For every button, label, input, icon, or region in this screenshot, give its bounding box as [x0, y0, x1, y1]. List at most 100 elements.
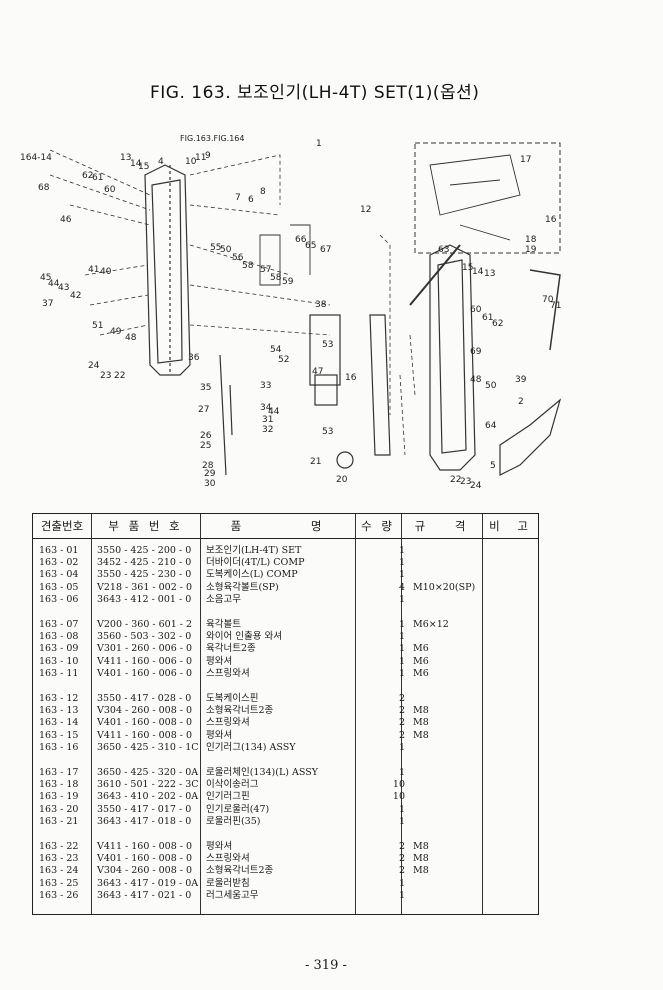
part-number-cell: 3560 - 503 - 302 - 0 — [97, 631, 192, 643]
callout-number: 13 — [120, 153, 132, 163]
callout-number: 44 — [48, 279, 60, 289]
callout-number: 22 — [450, 475, 462, 485]
callout-number: 48 — [470, 375, 482, 385]
callout-number: 13 — [484, 269, 496, 279]
spec-cell: M8 — [413, 853, 429, 865]
callout-number: 36 — [188, 353, 200, 363]
spec-cell: M8 — [413, 729, 429, 741]
quantity-cell: 10 — [392, 791, 405, 803]
header-quantity: 수 량 — [361, 519, 395, 533]
spec-cell: M8 — [413, 705, 429, 717]
quantity-cell: 4 — [398, 581, 405, 593]
callout-number: 67 — [320, 245, 332, 255]
callout-number: 14 — [130, 159, 142, 169]
callout-number: 42 — [70, 291, 82, 301]
header-remarks: 비 고 — [489, 519, 531, 533]
callout-number: 66 — [295, 235, 307, 245]
quantity-cell: 2 — [398, 841, 405, 852]
part-number-cell: V411 - 160 - 008 - 0 — [97, 729, 193, 741]
quantity-cell: 2 — [398, 865, 405, 877]
part-number-cell: V401 - 160 - 006 - 0 — [97, 667, 193, 679]
quantity-cell: 2 — [398, 705, 405, 717]
ref-no-cell: 163 - 01 — [39, 545, 79, 556]
table-header: 견출번호 부 품 번 호 품 명 수 량 규 격 비 고 — [33, 514, 538, 539]
part-number-cell: V401 - 160 - 008 - 0 — [97, 853, 193, 865]
callout-number: 40 — [100, 267, 112, 277]
part-name-cell: 도복케이스(L) COMP — [206, 569, 298, 581]
callout-number: 38 — [315, 300, 327, 310]
quantity-cell: 1 — [398, 545, 405, 556]
callout-number: 34 — [260, 403, 272, 413]
part-name-cell: 소형육각너트2종 — [206, 865, 274, 877]
callout-number: 44 — [268, 407, 280, 417]
callout-number: 27 — [198, 405, 210, 415]
quantity-cell: 1 — [398, 643, 405, 655]
part-name-cell: 인기로울러(47) — [206, 803, 270, 815]
part-number-cell: 3643 - 412 - 001 - 0 — [97, 593, 192, 605]
spec-cell: M6 — [413, 655, 429, 667]
ref-no-cell: 163 - 13 — [39, 705, 79, 717]
callout-number: 16 — [545, 215, 557, 225]
quantity-cell: 1 — [398, 889, 405, 901]
ref-no-cell: 163 - 20 — [39, 803, 79, 815]
callout-number: 10 — [185, 157, 197, 167]
part-name-cell: 육각너트2종 — [206, 643, 256, 655]
ref-no-cell: 163 - 09 — [39, 643, 79, 655]
part-name-cell: 보조인기(LH-4T) SET — [206, 545, 302, 556]
part-number-cell: 3610 - 501 - 222 - 3C — [97, 779, 199, 791]
callout-number: 2 — [518, 397, 524, 407]
callout-number: 1 — [316, 139, 322, 149]
callout-number: 4 — [158, 157, 164, 167]
part-name-cell: 스프링와셔 — [206, 717, 250, 729]
part-name-cell: 인기러그핀 — [206, 791, 250, 803]
part-name-cell: 로울러받침 — [206, 877, 250, 889]
quantity-cell: 1 — [398, 667, 405, 679]
callout-number: 56 — [232, 253, 244, 263]
callout-number: 58 — [270, 273, 282, 283]
quantity-cell: 2 — [398, 717, 405, 729]
part-number-cell: V411 - 160 - 006 - 0 — [97, 655, 193, 667]
callout-number: 23 — [460, 477, 472, 487]
quantity-cell: 2 — [398, 693, 405, 704]
callout-number: 28 — [202, 461, 214, 471]
part-name-cell: 소형육각볼트(SP) — [206, 581, 279, 593]
part-name-cell: 스프링와셔 — [206, 853, 250, 865]
ref-no-cell: 163 - 19 — [39, 791, 79, 803]
callout-number: 49 — [110, 327, 122, 337]
quantity-cell: 1 — [398, 569, 405, 581]
quantity-cell: 1 — [398, 741, 405, 753]
callout-number: 35 — [200, 383, 212, 393]
callout-number: 21 — [310, 457, 322, 467]
callout-number: 31 — [262, 415, 274, 425]
callout-number: 52 — [278, 355, 290, 365]
ref-no-cell: 163 - 14 — [39, 717, 79, 729]
ref-no-cell: 163 - 06 — [39, 593, 79, 605]
spec-cell: M8 — [413, 841, 429, 852]
callout-number: 62 — [82, 171, 94, 181]
callout-number: 70 — [542, 295, 554, 305]
figure-reference-label: FIG.163.FIG.164 — [180, 134, 245, 143]
callout-number: 23 — [100, 371, 112, 381]
callout-number: 61 — [482, 313, 494, 323]
part-number-cell: V301 - 260 - 006 - 0 — [97, 643, 193, 655]
ref-no-cell: 163 - 05 — [39, 581, 79, 593]
part-number-cell: 3650 - 425 - 310 - 1C — [97, 741, 199, 753]
callout-number: 50 — [220, 245, 232, 255]
callout-number: 6 — [248, 195, 254, 205]
callout-number: 57 — [260, 265, 272, 275]
callout-number: 30 — [204, 479, 216, 489]
callout-number: 39 — [515, 375, 527, 385]
callout-number: 37 — [42, 299, 54, 309]
callout-number: 9 — [205, 151, 211, 161]
quantity-cell: 1 — [398, 815, 405, 827]
part-name-cell: 소형육각너트2종 — [206, 705, 274, 717]
